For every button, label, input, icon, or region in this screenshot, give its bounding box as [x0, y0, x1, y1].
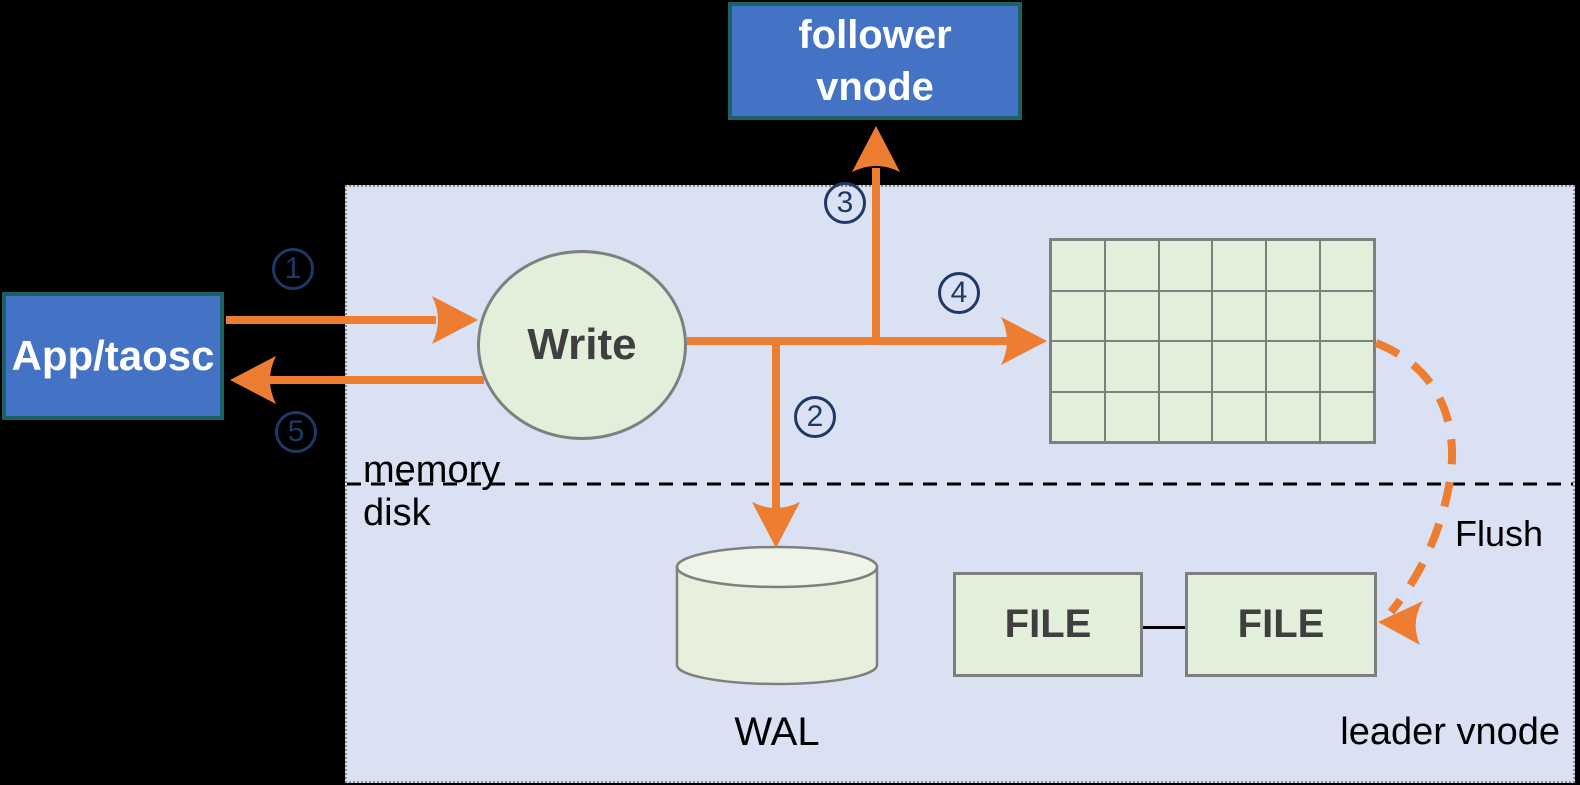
follower-vnode-label-line1: follower	[798, 13, 952, 57]
app-taosc-node: App/taosc	[2, 292, 224, 420]
grid-cell	[1158, 290, 1213, 341]
write-process-node: Write	[477, 250, 687, 440]
leader-vnode-label: leader vnode	[1340, 711, 1560, 753]
grid-cell	[1266, 240, 1321, 291]
file-connector-line	[1143, 626, 1185, 629]
arrow-3-head	[852, 126, 900, 172]
arrow-5-head	[230, 356, 276, 404]
write-label: Write	[527, 320, 637, 369]
grid-cell	[1051, 391, 1105, 442]
file-right-label: FILE	[1237, 602, 1325, 646]
grid-cell	[1266, 290, 1321, 341]
grid-cell	[1051, 290, 1105, 341]
file-left-label: FILE	[1004, 602, 1092, 646]
flush-label: Flush	[1455, 513, 1544, 554]
grid-cell	[1266, 341, 1321, 392]
grid-cell	[1266, 391, 1321, 442]
grid-cell	[1104, 391, 1159, 442]
step-3-badge: 3	[824, 182, 866, 224]
grid-cell	[1158, 391, 1213, 442]
step-4-badge: 4	[938, 272, 980, 314]
wal-label: WAL	[734, 710, 820, 754]
grid-cell	[1212, 290, 1267, 341]
grid-cell	[1320, 290, 1374, 341]
step-5-badge: 5	[275, 411, 317, 453]
memory-table-grid	[1049, 238, 1376, 444]
step-2-badge: 2	[794, 396, 836, 438]
step-4-number: 4	[950, 276, 968, 309]
grid-cell	[1104, 341, 1159, 392]
grid-cell	[1320, 391, 1374, 442]
step-1-badge: 1	[272, 248, 314, 290]
grid-cell	[1051, 240, 1105, 291]
grid-cell	[1051, 341, 1105, 392]
memory-region-label: memory	[363, 449, 501, 491]
file-node-left: FILE	[953, 572, 1143, 677]
app-taosc-label: App/taosc	[11, 332, 215, 379]
file-node-right: FILE	[1185, 572, 1377, 677]
wal-cylinder-top	[675, 545, 879, 589]
grid-cell	[1212, 240, 1267, 291]
grid-cell	[1320, 341, 1374, 392]
grid-cell	[1212, 341, 1267, 392]
wal-cylinder-icon	[675, 545, 879, 686]
follower-vnode-label-line2: vnode	[816, 65, 934, 109]
step-5-number: 5	[287, 415, 305, 448]
grid-cell	[1212, 391, 1267, 442]
disk-region-label: disk	[363, 492, 431, 534]
follower-vnode-node: follower vnode	[728, 2, 1022, 120]
grid-cell	[1158, 240, 1213, 291]
step-2-number: 2	[806, 400, 824, 433]
step-1-number: 1	[284, 252, 302, 285]
step-3-number: 3	[836, 186, 854, 219]
wal-cylinder-body	[675, 565, 879, 686]
grid-cell	[1320, 240, 1374, 291]
grid-cell	[1104, 240, 1159, 291]
grid-cell	[1158, 341, 1213, 392]
grid-cell	[1104, 290, 1159, 341]
